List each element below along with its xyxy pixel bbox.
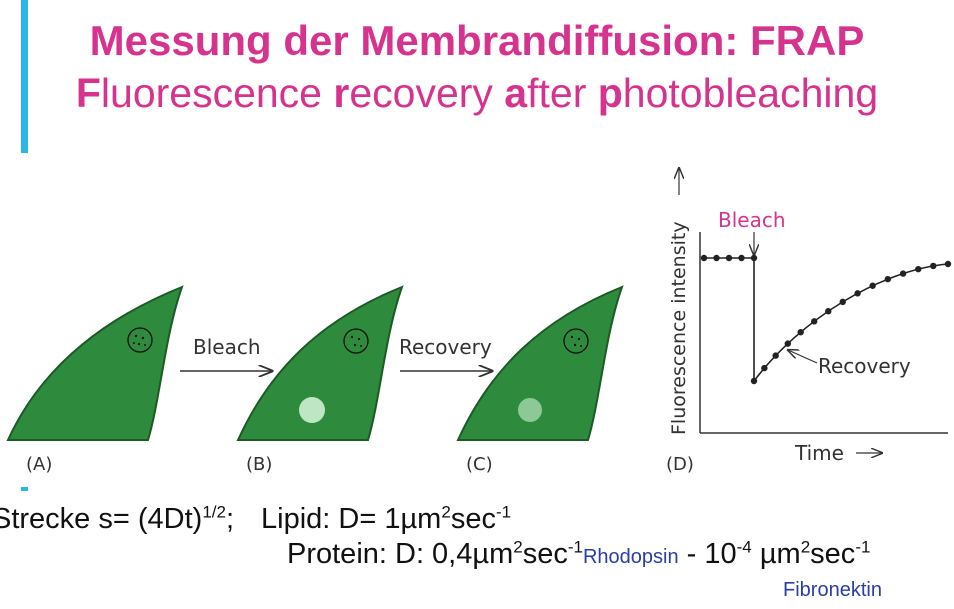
cell-a	[6, 285, 184, 441]
curve-point	[725, 254, 733, 262]
recovery-arrow: Recovery	[399, 335, 492, 371]
curve-point	[854, 290, 861, 297]
cell-panel-a: (A)	[6, 285, 184, 475]
recovery-graph: Fluorescence intensity Time Bleach Recov…	[666, 168, 952, 475]
frap-figure: (A) Bleach (B) Recovery (C)	[6, 0, 952, 475]
curve-point	[811, 318, 818, 325]
protein-formula: Protein: D: 0,4µm2sec-1Rhodopsin - 10-4 …	[287, 537, 871, 570]
bleach-label: Bleach	[718, 208, 786, 232]
accent-bar	[21, 0, 28, 153]
curve-point	[915, 265, 922, 273]
bleach-arrow-label: Bleach	[193, 335, 261, 359]
panel-label-b: (B)	[246, 454, 272, 475]
curve-point	[750, 254, 758, 262]
recovery-arrow-label: Recovery	[399, 335, 492, 359]
recovery-pointer	[788, 350, 818, 364]
curve-point	[713, 254, 720, 262]
bleach-spot-b	[299, 397, 325, 423]
recovery-label: Recovery	[818, 354, 911, 378]
cell-b	[236, 285, 404, 441]
cell-panel-c: (C)	[456, 285, 624, 475]
curve-point	[700, 254, 708, 262]
x-axis-label: Time	[794, 441, 844, 465]
panel-label-a: (A)	[26, 454, 52, 475]
cell-panel-b: (B)	[236, 285, 404, 475]
nucleus-b	[343, 328, 369, 354]
panel-label-d: (D)	[666, 454, 694, 475]
cell-c	[456, 285, 624, 441]
fibronektin-label: Fibronektin	[783, 579, 882, 601]
rhodopsin-label: Rhodopsin	[582, 546, 679, 568]
nucleus-a	[127, 327, 153, 353]
curve-point	[797, 328, 804, 336]
accent-mark	[21, 487, 28, 491]
distance-formula: Strecke s= (4Dt)1/2;Lipid: D= 1µm2sec-1	[0, 502, 512, 535]
nucleus-c	[563, 328, 589, 354]
curve-point	[750, 377, 758, 385]
slide-title: Messung der Membrandiffusion: FRAP	[89, 17, 865, 64]
curve-point	[784, 340, 792, 347]
bleach-arrow: Bleach	[180, 335, 272, 371]
curve-point	[738, 254, 745, 262]
curve-points	[700, 254, 952, 385]
panel-label-c: (C)	[466, 454, 493, 475]
curve-point	[944, 260, 952, 268]
bleach-spot-c	[518, 398, 542, 422]
y-axis-label: Fluorescence intensity	[668, 221, 690, 435]
curve-point	[899, 270, 907, 277]
curve-point	[825, 308, 832, 315]
curve-point	[884, 275, 892, 283]
curve-point	[930, 262, 937, 270]
curve-point	[869, 282, 876, 289]
curve-point	[761, 364, 768, 372]
curve-point	[772, 352, 779, 359]
curve-point	[839, 298, 846, 306]
slide-subtitle: Fluorescence recovery after photobleachi…	[75, 70, 879, 116]
